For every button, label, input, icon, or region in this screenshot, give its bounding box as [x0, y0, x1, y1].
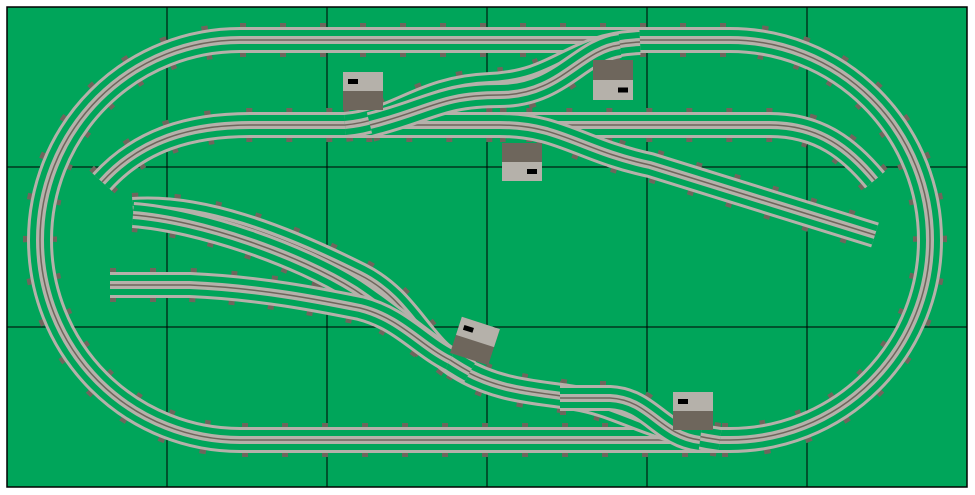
lower-siding-track-c: [110, 272, 457, 372]
bottom-crossover-track: [560, 385, 703, 453]
center-rail-line: [369, 44, 621, 126]
switch-motor[interactable]: [450, 316, 500, 366]
switch-motor[interactable]: [673, 392, 713, 430]
switch-motor[interactable]: [343, 72, 383, 110]
outer-loop-track: [27, 27, 943, 453]
center-rail-line: [101, 124, 876, 183]
grid-lines: [7, 7, 967, 487]
center-rail-line: [39, 39, 931, 441]
switch-motor[interactable]: [593, 60, 633, 100]
switch-motor[interactable]: [502, 143, 542, 181]
tracks: [23, 22, 947, 457]
right-siding-track: [499, 112, 879, 248]
switch-lever-icon[interactable]: [462, 324, 474, 333]
inner-loop-track: [92, 112, 885, 191]
switch-motor-body: [593, 80, 633, 100]
switch-lever-icon[interactable]: [618, 87, 628, 93]
center-rail-line: [110, 284, 451, 361]
switch-motor-body: [502, 162, 542, 181]
upper-siding-track: [366, 32, 623, 138]
switch-lever-icon[interactable]: [678, 399, 688, 404]
switch-motors: [343, 60, 713, 430]
switch-motor-body: [455, 316, 500, 348]
center-rail-line: [499, 124, 876, 236]
center-rail-line: [560, 397, 701, 441]
switch-lever-icon[interactable]: [348, 79, 358, 84]
switch-motor-body: [343, 72, 383, 91]
switch-motor-body: [673, 392, 713, 411]
switch-lever-icon[interactable]: [527, 169, 537, 174]
